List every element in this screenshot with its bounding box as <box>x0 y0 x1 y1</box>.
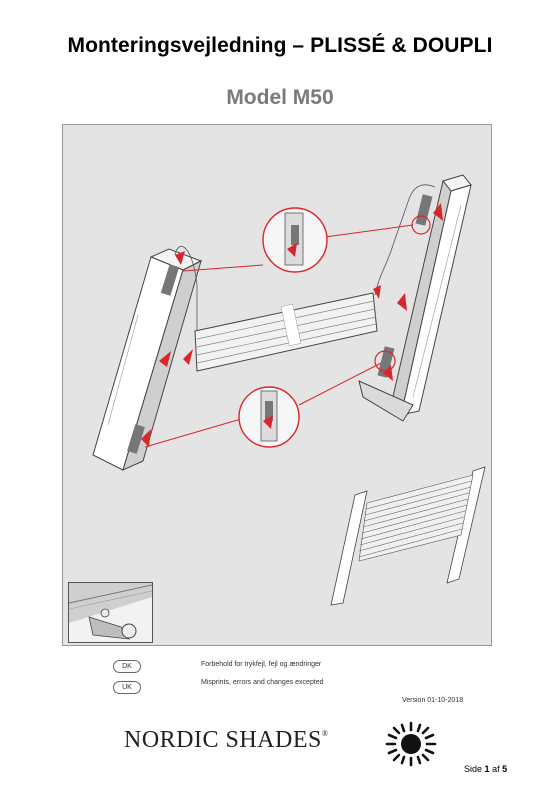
assembly-illustration <box>62 124 492 646</box>
page-number: Side 1 af 5 <box>464 764 507 774</box>
note-text-dk: Forbehold for trykfejl, fejl og ændringe… <box>201 661 322 668</box>
right-rail <box>358 174 472 422</box>
registered-mark: ® <box>321 729 329 738</box>
page-total: 5 <box>502 764 508 774</box>
page-label: Side <box>464 764 483 774</box>
detail-callout-bottom <box>144 350 396 448</box>
note-row-dk: DK <box>113 659 141 673</box>
detail-callout-top <box>182 207 431 273</box>
model-subtitle: Model M50 <box>226 86 334 109</box>
language-badge-dk: DK <box>113 659 141 673</box>
note-row-uk: UK <box>113 680 141 694</box>
pleated-blind <box>194 292 378 372</box>
page-of: af <box>492 764 500 774</box>
language-badge-uk: UK <box>113 680 141 694</box>
cord-lines <box>174 184 436 330</box>
sun-logo-icon <box>385 721 437 767</box>
detail-inset-image <box>68 582 153 643</box>
version-label: Version 01-10-2018 <box>402 697 464 704</box>
document-title: Monteringsvejledning – PLISSÉ & DOUPLI <box>67 34 493 57</box>
left-rail <box>92 248 203 471</box>
brand-logo-text: NORDIC SHADES® <box>124 727 328 754</box>
note-text-uk: Misprints, errors and changes excepted <box>201 679 324 686</box>
window-hinge-detail <box>69 583 152 640</box>
assembly-drawing <box>92 174 486 606</box>
finished-blind-view <box>330 466 486 606</box>
brand-name: NORDIC SHADES <box>124 727 322 753</box>
page-current: 1 <box>484 764 490 774</box>
